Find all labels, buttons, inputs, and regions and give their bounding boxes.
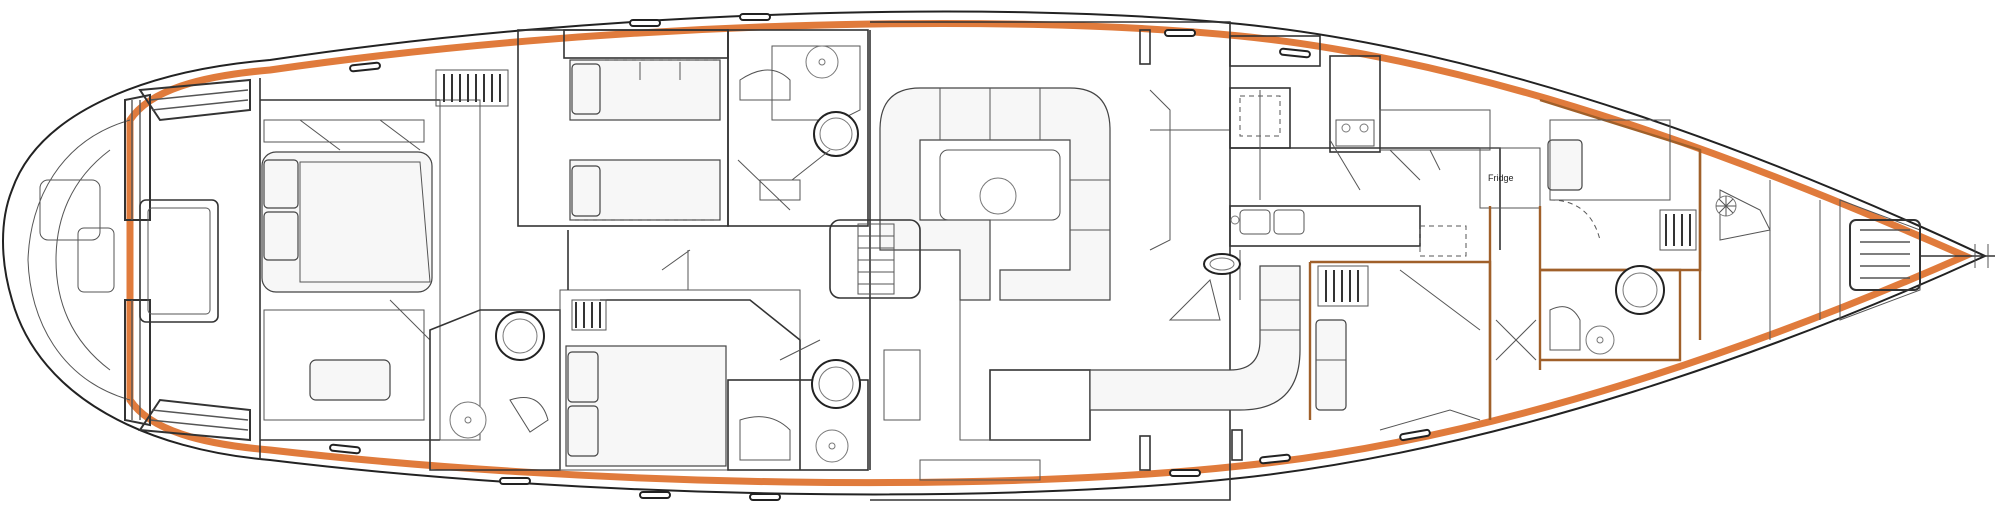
bow-anchor-well: [1849, 219, 1995, 291]
stern-platform: [27, 119, 131, 401]
stern-teak-grating-bottom: [124, 299, 251, 442]
hull-inner-trim: [126, 19, 1974, 487]
dinette-settee: [1089, 265, 1301, 411]
saloon-lower-area: [883, 89, 1230, 481]
aft-cabin: [259, 78, 481, 460]
chainplates: [1139, 29, 1243, 471]
saloon-u-settee: [879, 87, 1111, 301]
companionway-steps: [829, 219, 921, 299]
center-corridor: [567, 30, 871, 470]
dinette: [1089, 250, 1301, 411]
galley: Fridge: [1229, 35, 1541, 257]
head-lower: [727, 339, 869, 471]
wet-locker: [1488, 206, 1542, 420]
saloon-table-base: [979, 177, 1017, 215]
cockpit-hatch: [139, 199, 219, 323]
guest-cabin-upper: [517, 29, 729, 227]
portlights: [329, 13, 1431, 501]
stern-teak-grating-top: [124, 78, 251, 221]
companionway-ladder-aft: [435, 69, 509, 107]
head-upper: [727, 29, 869, 227]
aft-cabin-berth: [261, 151, 433, 293]
guest-cabin-lower: [429, 289, 801, 471]
galley-stove: [1329, 55, 1381, 153]
galley-sink: [1203, 253, 1241, 275]
fridge-label: Fridge: [1488, 173, 1514, 183]
forward-head: [1540, 265, 1682, 362]
